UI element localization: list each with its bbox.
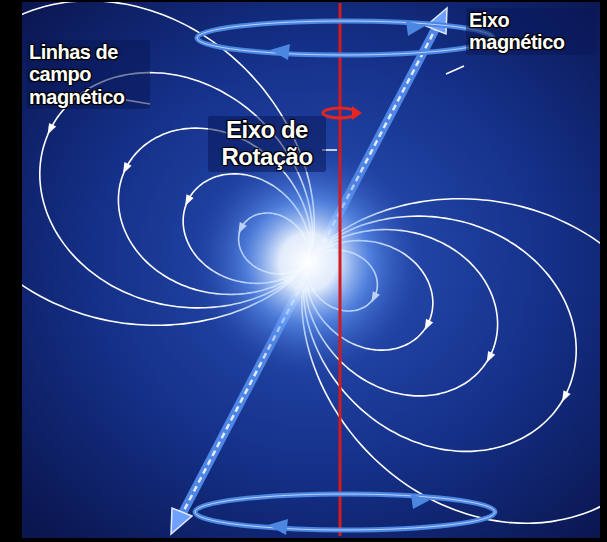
field-arrowhead (123, 162, 132, 174)
axis-band (180, 24, 438, 518)
axis-arrowhead (426, 8, 447, 34)
rotation-axis-label: Eixo de Rotação (208, 116, 326, 172)
rotation-arrow (323, 108, 357, 118)
beam-ring (195, 494, 495, 530)
magnetic-axis-label: Eixo magnético (466, 8, 596, 55)
field-arrowhead (487, 351, 496, 363)
magnetic-axis (171, 8, 447, 534)
ring-arrowhead (411, 494, 430, 509)
field-arrowhead (185, 194, 194, 206)
rotation-axis (339, 3, 342, 536)
field-arrowhead (48, 123, 57, 135)
space-background (22, 2, 600, 538)
axis-arrowhead (171, 508, 192, 534)
ring-arrowhead (268, 519, 288, 535)
field-arrowhead (562, 390, 571, 402)
axis-stripe (180, 24, 438, 518)
field-arrowhead (425, 319, 434, 331)
ring-arrowhead (406, 21, 425, 36)
field-lines (22, 2, 600, 523)
beam-ring (197, 21, 493, 55)
beam-ring-highlight (195, 494, 495, 530)
field-lines-label: Linhas de campo magnético (26, 40, 150, 109)
leader-line (446, 66, 464, 74)
rotation-arrowhead (352, 106, 362, 120)
ring-arrowhead (270, 44, 290, 60)
beam-ring-highlight (197, 21, 493, 55)
neutron-star (193, 147, 423, 377)
